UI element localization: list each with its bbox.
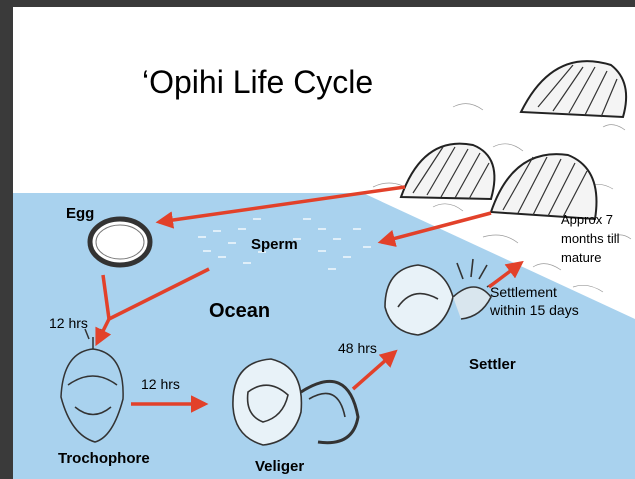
diagram-title: ‘Opihi Life Cycle: [142, 64, 373, 101]
timing-mature-line3: mature: [561, 250, 601, 265]
label-trochophore: Trochophore: [58, 450, 150, 467]
timing-egg-to-trochophore: 12 hrs: [49, 315, 88, 331]
adult-opihi-top-icon: [521, 61, 626, 117]
label-egg: Egg: [66, 205, 94, 222]
label-settler: Settler: [469, 356, 516, 373]
egg-icon: [90, 219, 150, 265]
timing-trochophore-to-veliger: 12 hrs: [141, 376, 180, 392]
label-veliger: Veliger: [255, 458, 304, 475]
timing-mature-line1: Approx 7: [561, 212, 613, 227]
slide: ‘Opihi Life Cycle Egg Sperm Ocean Trocho…: [13, 7, 635, 479]
timing-veliger-to-settler: 48 hrs: [338, 340, 377, 356]
adult-opihi-middle-icon: [401, 144, 494, 199]
timing-settlement-line1: Settlement: [490, 284, 557, 300]
label-sperm: Sperm: [251, 236, 298, 253]
timing-mature-line2: months till: [561, 231, 620, 246]
timing-settlement-line2: within 15 days: [490, 302, 579, 318]
adult-opihi-right-icon: [491, 154, 596, 219]
label-ocean: Ocean: [209, 300, 270, 323]
